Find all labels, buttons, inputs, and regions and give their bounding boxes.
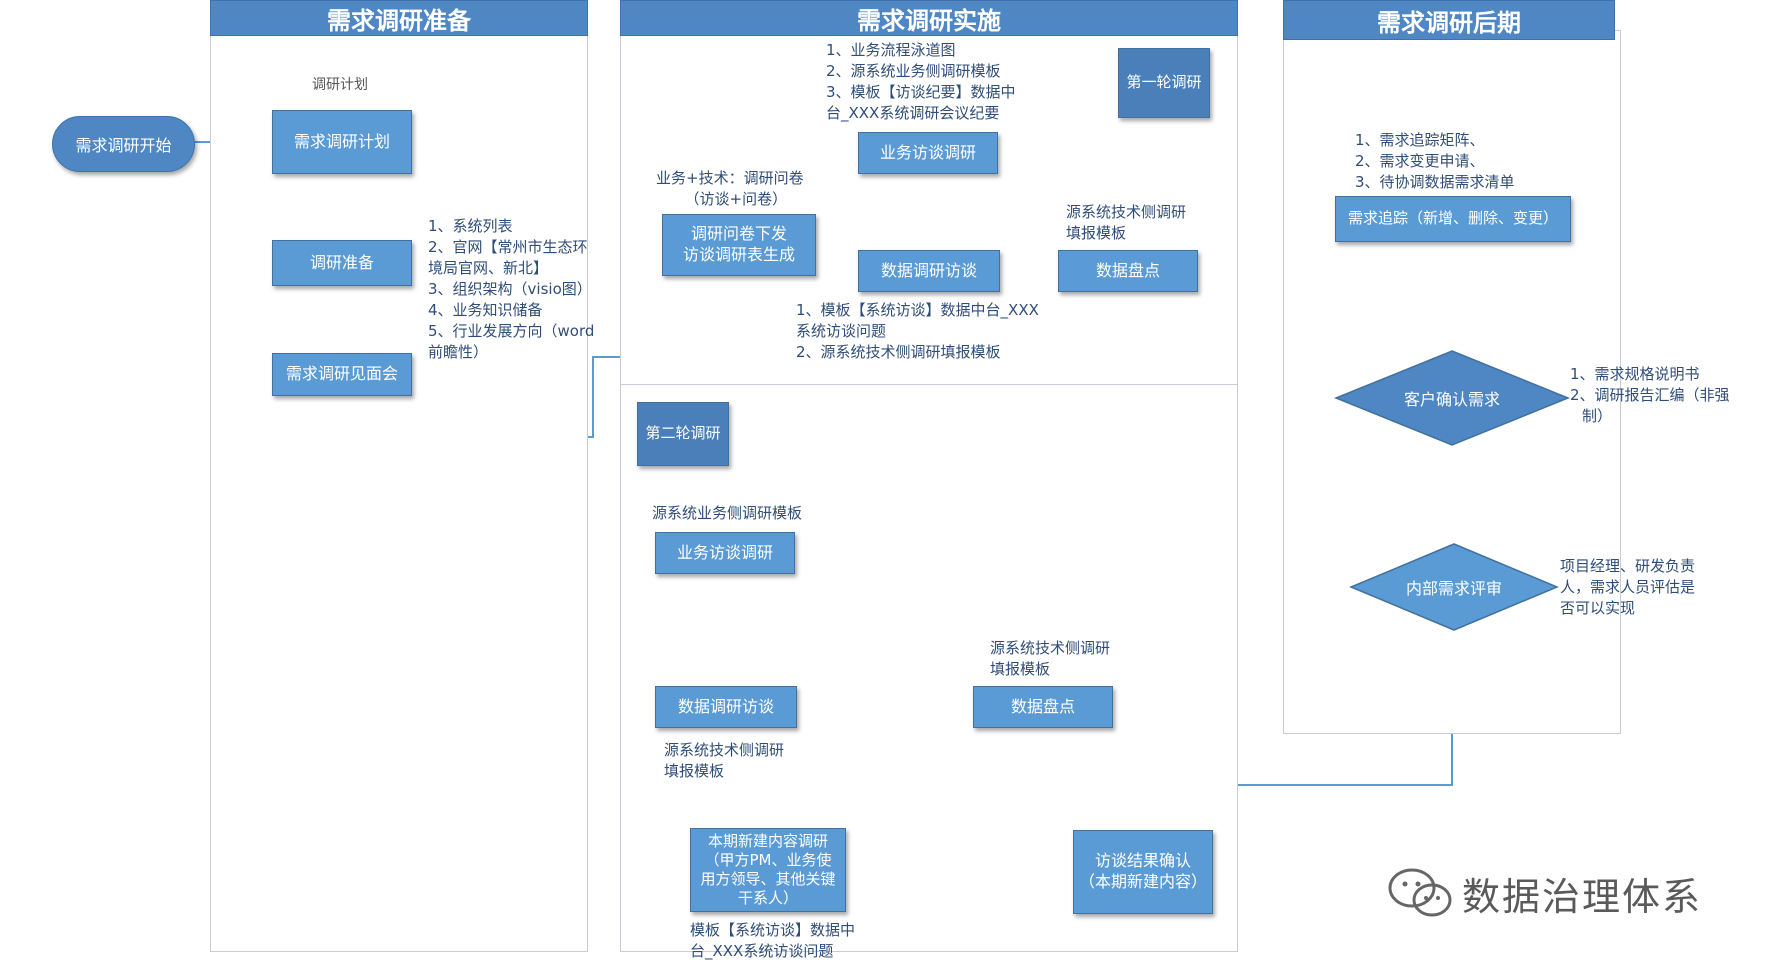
start-node: 需求调研开始 [52,116,195,172]
customer-confirm-label: 客户确认需求 [1403,390,1500,409]
prep-note: 4、业务知识储备 [428,301,543,319]
questionnaire-caption-line: 业务+技术：调研问卷 [656,169,804,187]
new-content-line: （甲方PM、业务使 [704,850,832,869]
internal-review-label: 内部需求评审 [1405,579,1502,598]
prep-note: 前瞻性） [428,343,489,361]
questionnaire-caption: 业务+技术：调研问卷 （访谈+问卷） [656,168,804,210]
lane-prep [210,30,588,952]
round1-top-note: 1、业务流程泳道图 [826,41,956,59]
watermark-text: 数据治理体系 [1462,875,1703,919]
caption-line: 源系统技术侧调研 [990,639,1111,657]
round1-business-interview: 业务访谈调研 [858,132,998,174]
round2-business-interview: 业务访谈调研 [655,532,795,574]
caption-line: 填报模板 [1066,224,1127,242]
customer-note: 1、需求规格说明书 [1570,365,1700,383]
round2-label: 第二轮调研 [637,402,729,466]
tracking-note: 1、需求追踪矩阵、 [1355,131,1485,149]
round1-bottom-notes: 1、模板【系统访谈】数据中台_XXX 系统访谈问题 2、源系统技术侧调研填报模板 [796,300,1039,363]
internal-notes: 项目经理、研发负责 人，需求人员评估是 否可以实现 [1560,556,1695,619]
caption-line: 模板【系统访谈】数据中 [690,921,856,939]
round1-top-note: 2、源系统业务侧调研模板 [826,62,1001,80]
prep-note: 5、行业发展方向（word [428,322,595,340]
caption-line: 源系统技术侧调研 [664,741,785,759]
internal-note: 否可以实现 [1560,599,1636,617]
lane-prep-title: 需求调研准备 [210,0,588,36]
prep-note: 3、组织架构（visio图） [428,280,592,298]
customer-note: 制） [1582,407,1613,425]
round1-top-note: 台_XXX系统调研会议纪要 [826,104,1000,122]
new-content-box: 本期新建内容调研 （甲方PM、业务使 用方领导、其他关键 干系人） [690,828,846,912]
confirm-box: 访谈结果确认 （本期新建内容） [1073,830,1213,914]
prep-note: 2、官网【常州市生态环 [428,238,588,256]
round2-inventory-caption: 源系统技术侧调研 填报模板 [990,638,1110,680]
round1-bottom-note: 2、源系统技术侧调研填报模板 [796,343,1001,361]
internal-review-diamond [1349,543,1559,631]
tracking-box: 需求追踪（新增、删除、变更） [1335,196,1571,242]
caption-line: 填报模板 [990,660,1051,678]
round1-data-interview: 数据调研访谈 [858,250,1000,292]
confirm-line: （本期新建内容） [1078,872,1207,891]
tracking-note: 2、需求变更申请、 [1355,152,1485,170]
new-content-line: 用方领导、其他关键 [700,870,836,888]
customer-confirm-diamond [1334,350,1570,446]
plan-caption: 调研计划 [312,77,368,93]
caption-line: 源系统技术侧调研 [1066,203,1187,221]
new-content-caption: 模板【系统访谈】数据中 台_XXX系统访谈问题 [690,920,855,962]
lane-impl [620,30,1238,952]
questionnaire-line: 调研问卷下发 [690,224,787,244]
lane-post-title: 需求调研后期 [1283,0,1615,40]
round1-bottom-note: 系统访谈问题 [796,322,887,340]
caption-line: 填报模板 [664,762,725,780]
round1-inventory-caption: 源系统技术侧调研 填报模板 [1066,202,1186,244]
prep-note: 1、系统列表 [428,217,513,235]
questionnaire-box: 调研问卷下发 访谈调研表生成 [662,214,816,276]
round2-business-caption: 源系统业务侧调研模板 [652,504,803,522]
tracking-note: 3、待协调数据需求清单 [1355,173,1515,191]
round2-data-interview: 数据调研访谈 [655,686,797,728]
round2-inventory-box: 数据盘点 [973,686,1113,728]
customer-notes: 1、需求规格说明书 2、调研报告汇编（非强 制） [1570,364,1730,427]
round1-top-note: 3、模板【访谈纪要】数据中 [826,83,1016,101]
new-content-line: 干系人） [737,889,798,908]
new-content-line: 本期新建内容调研 [707,831,828,850]
questionnaire-line: 访谈调研表生成 [682,245,795,264]
internal-note: 人，需求人员评估是 [1560,578,1696,596]
lane-impl-title: 需求调研实施 [620,0,1238,36]
round1-inventory-box: 数据盘点 [1058,250,1198,292]
plan-box: 需求调研计划 [272,110,412,174]
tracking-notes: 1、需求追踪矩阵、 2、需求变更申请、 3、待协调数据需求清单 [1355,130,1515,193]
prep-note: 境局官网、新北】 [428,259,549,277]
wechat-icon [1388,868,1452,917]
round1-top-notes: 1、业务流程泳道图 2、源系统业务侧调研模板 3、模板【访谈纪要】数据中 台_X… [826,40,1016,124]
confirm-line: 访谈结果确认 [1094,851,1191,871]
internal-note: 项目经理、研发负责 [1560,557,1696,575]
prepare-box: 调研准备 [272,240,412,286]
customer-note: 2、调研报告汇编（非强 [1570,386,1730,404]
round1-bottom-note: 1、模板【系统访谈】数据中台_XXX [796,301,1039,319]
questionnaire-caption-line: （访谈+问卷） [684,190,788,208]
caption-line: 台_XXX系统访谈问题 [690,942,834,960]
round2-data-caption: 源系统技术侧调研 填报模板 [664,740,784,782]
meeting-box: 需求调研见面会 [272,353,412,396]
prep-notes: 1、系统列表 2、官网【常州市生态环 境局官网、新北】 3、组织架构（visio… [428,216,594,363]
round1-label: 第一轮调研 [1118,48,1210,118]
round-divider [620,384,1238,385]
